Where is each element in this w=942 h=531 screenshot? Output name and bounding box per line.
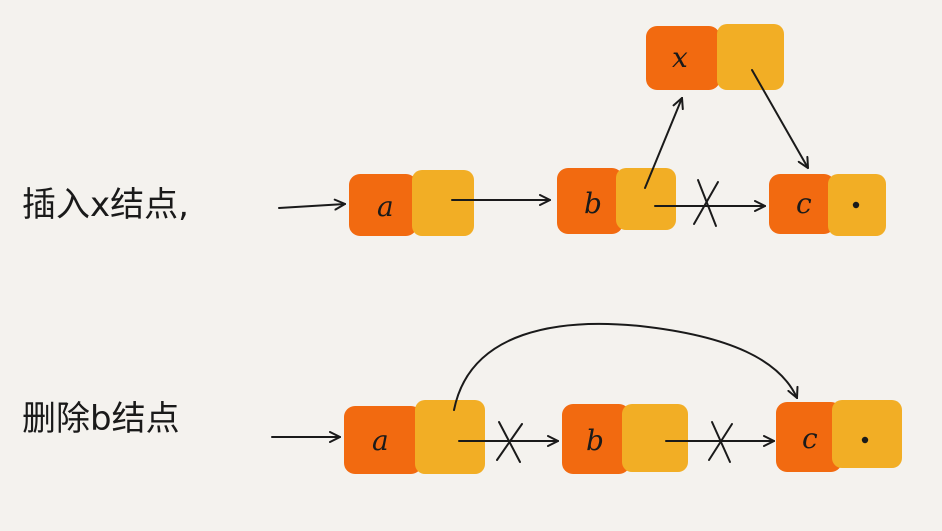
insert-row: 插入x结点, a b x (22, 24, 886, 236)
pointer-b-to-x (644, 98, 682, 189)
null-pointer-dot (852, 201, 860, 209)
node-x-data-cell (646, 26, 720, 90)
node-b-data-cell (562, 404, 630, 474)
node-c-next-cell (832, 400, 902, 468)
delete-row: 删除b结点 a b (22, 322, 902, 474)
node-x-label: x (672, 41, 688, 74)
node-c-label: c (796, 187, 812, 220)
cross-mark (708, 421, 733, 463)
pointer-a-to-c (453, 322, 797, 411)
node-b: b (562, 404, 688, 474)
node-b-data-cell (557, 168, 623, 234)
insert-row-label: 插入x结点, (22, 185, 189, 225)
node-a-label: a (377, 190, 394, 223)
node-c: c (776, 400, 902, 472)
node-a-next-cell (415, 400, 485, 474)
node-x: x (646, 24, 784, 90)
node-b-next-cell (622, 404, 688, 472)
node-c-data-cell (776, 402, 842, 472)
node-a: a (349, 170, 474, 236)
node-c-label: c (802, 422, 818, 455)
node-b-next-cell (616, 168, 676, 230)
node-a-label: a (372, 424, 389, 457)
node-b-label: b (584, 187, 602, 220)
cross-mark (693, 179, 719, 227)
head-arrow (278, 204, 345, 208)
node-x-next-cell (717, 24, 784, 90)
node-a-data-cell (344, 406, 422, 474)
node-a-next-cell (412, 170, 474, 236)
delete-row-label: 删除b结点 (22, 399, 180, 439)
node-c-data-cell (769, 174, 835, 234)
pointer-x-to-c (751, 69, 808, 168)
cross-mark (496, 421, 523, 463)
node-b: b (557, 168, 676, 234)
null-pointer-dot (861, 436, 869, 444)
node-c: c (769, 174, 886, 236)
node-a-data-cell (349, 174, 417, 236)
node-b-label: b (586, 424, 604, 457)
node-a: a (344, 400, 485, 474)
